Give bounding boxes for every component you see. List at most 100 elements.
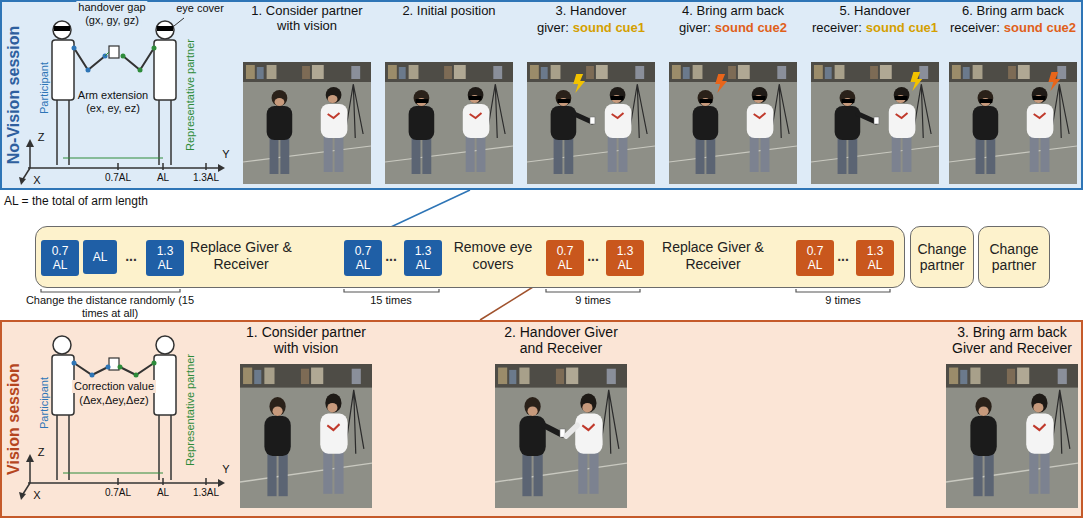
distance-block: 0.7 AL <box>546 240 584 276</box>
illustration-part <box>495 364 627 508</box>
block-label: 0.7 AL <box>43 244 77 272</box>
text-label: sound cue2 <box>1004 20 1076 35</box>
illustration-part <box>385 62 513 184</box>
label-holder: Representative partner <box>184 39 197 151</box>
illustration-part <box>106 365 111 370</box>
text-label: Correction value <box>72 380 156 393</box>
label-holder: Correction value <box>72 380 156 393</box>
text-label: giver: <box>537 20 569 35</box>
text-label: ... <box>587 248 599 264</box>
block-label: 1.3 AL <box>148 244 182 272</box>
text-label: AL <box>157 172 169 184</box>
illustration-part <box>240 364 372 508</box>
text-label: ... <box>125 248 137 264</box>
illustration-part <box>240 364 372 508</box>
note-holder: Replace Giver & Receiver <box>657 239 769 273</box>
label-holder: eye cover <box>174 2 226 15</box>
label-holder: X <box>33 174 40 187</box>
text-label: Change the distance randomly (15 times a… <box>23 294 198 320</box>
step-note: Replace Giver & Receiver <box>185 239 297 273</box>
illustration-part <box>240 364 1078 508</box>
text-label: sound cue2 <box>715 20 787 35</box>
illustration-part <box>19 336 225 500</box>
text-label: 4. Bring arm back <box>666 3 800 18</box>
text-label: AL <box>157 487 169 499</box>
illustration-part <box>152 361 157 366</box>
illustration-part <box>121 54 126 59</box>
block-label: Change partner <box>913 241 971 273</box>
label-row: receiver:sound cue2 <box>950 20 1076 35</box>
illustration-part <box>858 114 879 124</box>
distance-block: AL <box>83 240 117 274</box>
text-label: 1. Consider partner with vision <box>239 324 373 356</box>
step-note: Replace Giver & Receiver <box>657 239 769 273</box>
session-title: No-Vision session <box>5 26 23 164</box>
label-row: giver:sound cue1 <box>537 20 645 35</box>
block-label: 0.7 AL <box>798 244 832 272</box>
illustration-part <box>842 96 908 103</box>
text-label: (ex, ey, ez) <box>84 102 142 115</box>
label-holder: AL <box>157 487 169 499</box>
illustration-part <box>811 62 939 184</box>
text-label: AL = the total of arm length <box>4 194 148 208</box>
text-label: (gx, gy, gz) <box>83 14 141 27</box>
label-holder: Arm extension <box>76 89 150 102</box>
label-holder: 2. Initial position <box>382 3 516 18</box>
text-label: Representative partner <box>184 39 197 151</box>
session-title: Vision session <box>5 363 23 475</box>
label-holder: Y <box>222 148 229 161</box>
illustration-part <box>796 289 890 292</box>
label-row: giver:sound cue2 <box>679 20 787 35</box>
distance-block: 1.3 AL <box>404 240 442 276</box>
label-holder: 4. Bring arm back <box>666 3 800 18</box>
label-holder: 0.7AL <box>105 172 131 184</box>
illustration-part <box>527 62 655 184</box>
illustration-part <box>949 62 1077 184</box>
text-label: 3. Bring arm back Giver and Receiver <box>945 324 1079 356</box>
label-holder: X <box>33 489 40 502</box>
illustration-part <box>105 52 109 56</box>
text-label: Y <box>222 148 229 161</box>
label-holder: handover gap <box>76 1 147 14</box>
text-label: (Δex,Δey,Δez) <box>77 394 151 407</box>
label-holder: AL <box>157 172 169 184</box>
illustration-part <box>19 21 225 185</box>
label-holder: Change the distance randomly (15 times a… <box>23 294 198 320</box>
label-holder: 2. Handover Giver and Receiver <box>494 324 628 356</box>
illustration-part <box>980 96 1046 103</box>
block-label: 0.7 AL <box>346 244 380 272</box>
label-holder: Y <box>222 463 229 476</box>
text-label: ... <box>837 248 849 264</box>
label-holder: 9 times <box>575 294 610 307</box>
block-label: Change partner <box>981 241 1047 273</box>
distance-block: 1.3 AL <box>856 240 894 276</box>
text-label: Representative partner <box>184 354 197 466</box>
label-holder: ... <box>385 248 397 264</box>
note-holder: Replace Giver & Receiver <box>185 239 297 273</box>
label-holder: (ex, ey, ez) <box>84 102 142 115</box>
label-holder: Participant <box>38 62 51 114</box>
illustration-part <box>946 364 1078 508</box>
label-holder: ... <box>837 248 849 264</box>
text-label: 1.3AL <box>193 172 219 184</box>
illustration-part <box>72 361 77 366</box>
label-holder: 5. Handover <box>808 3 942 18</box>
label-holder: Z <box>38 131 45 144</box>
illustration-part <box>19 336 225 500</box>
illustration-part <box>669 62 797 184</box>
label-holder: 3. Handover <box>524 3 658 18</box>
text-label: Arm extension <box>76 89 150 102</box>
illustration-part <box>243 62 371 184</box>
text-label: 0.7AL <box>105 487 131 499</box>
illustration-part <box>811 62 939 184</box>
text-label: Z <box>38 131 45 144</box>
text-label: ... <box>385 248 397 264</box>
procedure-band: Replace Giver & ReceiverRemove eye cover… <box>35 226 905 288</box>
illustration-part <box>544 425 565 437</box>
distance-block: 0.7 AL <box>41 240 79 276</box>
label-holder: Z <box>38 446 45 459</box>
change-partner-box: Change partner <box>978 226 1050 288</box>
text-label: 3. Handover <box>524 3 658 18</box>
illustration-part <box>174 18 184 26</box>
label-holder: AL = the total of arm length <box>4 194 148 208</box>
